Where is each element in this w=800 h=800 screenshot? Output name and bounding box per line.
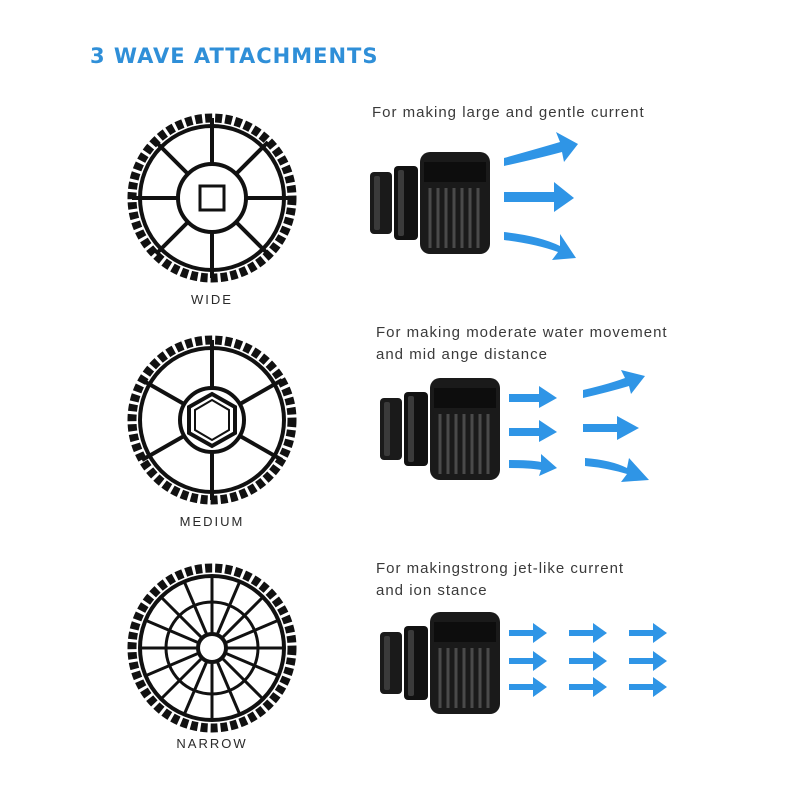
section-wide: WIDE For making large and gentle current xyxy=(0,100,800,330)
page-title: 3 WAVE ATTACHMENTS xyxy=(90,44,379,68)
description-line: For makingstrong jet-like current xyxy=(376,560,625,577)
wheel-label: NARROW xyxy=(176,736,248,751)
pump-icon xyxy=(380,612,500,714)
description-line: For making large and gentle current xyxy=(372,104,645,121)
wide-wheel-icon xyxy=(127,113,297,283)
wheel-label: MEDIUM xyxy=(179,514,245,529)
description-line: and ion stance xyxy=(376,582,488,599)
pump-icon xyxy=(370,152,490,254)
moderate-current-arrows-icon xyxy=(509,370,649,482)
narrow-wheel-icon xyxy=(127,563,297,733)
wheel-label: WIDE xyxy=(191,292,233,307)
wheel-description: For makingstrong jet-like current and io… xyxy=(376,558,736,602)
description-line: and mid ange distance xyxy=(376,346,548,363)
wheel-description: For making moderate water movement and m… xyxy=(376,322,736,366)
section-narrow: NARROW For makingstrong jet-like current… xyxy=(0,550,800,780)
gentle-current-arrows-icon xyxy=(504,132,578,260)
wheel-description: For making large and gentle current xyxy=(372,102,732,124)
pump-icon xyxy=(380,378,500,480)
section-medium: MEDIUM For making moderate water movemen… xyxy=(0,322,800,552)
medium-wheel-icon xyxy=(127,335,297,505)
description-line: For making moderate water movement xyxy=(376,324,668,341)
jet-current-arrows-icon xyxy=(509,623,667,697)
